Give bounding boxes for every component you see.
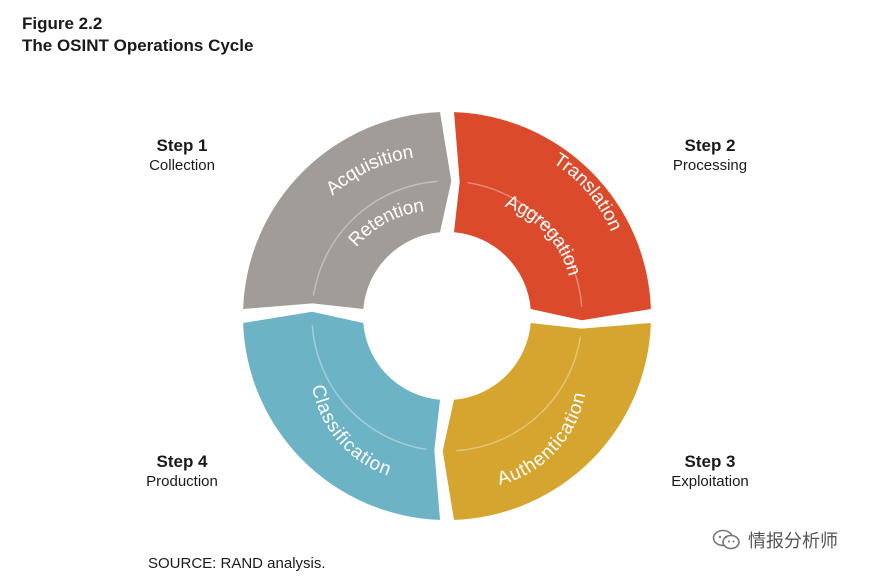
segment-divider-3 xyxy=(456,336,582,452)
step-3-label: Step 3 Exploitation xyxy=(640,451,780,492)
segment-step-3 xyxy=(442,322,651,520)
watermark: 情报分析师 xyxy=(712,527,838,553)
figure-number: Figure 2.2 xyxy=(22,14,103,33)
step-3-number: Step 3 xyxy=(684,452,736,471)
step-3-name: Exploitation xyxy=(671,473,749,490)
step-4-number: Step 4 xyxy=(156,452,208,471)
step-4-label: Step 4 Production xyxy=(112,451,252,492)
step-2-label: Step 2 Processing xyxy=(640,135,780,176)
segment-divider-2 xyxy=(467,181,583,307)
watermark-text: 情报分析师 xyxy=(748,531,838,552)
segment-divider-4 xyxy=(311,325,427,451)
figure-title: The OSINT Operations Cycle xyxy=(22,36,254,55)
step-2-name: Processing xyxy=(672,157,748,174)
step-1-label: Step 1 Collection xyxy=(112,135,252,176)
step-1-name: Collection xyxy=(149,157,215,174)
step-1-number: Step 1 xyxy=(156,136,208,155)
segment-step-4 xyxy=(243,311,441,520)
segment-step-2 xyxy=(453,112,651,321)
step-4-name: Production xyxy=(146,473,218,490)
source-note: SOURCE: RAND analysis. xyxy=(148,555,326,572)
step-2-number: Step 2 xyxy=(684,136,736,155)
segment-divider-1 xyxy=(312,180,438,296)
segment-step-1 xyxy=(243,112,452,310)
wechat-icon xyxy=(712,529,742,551)
figure-header: Figure 2.2 The OSINT Operations Cycle xyxy=(22,13,253,57)
